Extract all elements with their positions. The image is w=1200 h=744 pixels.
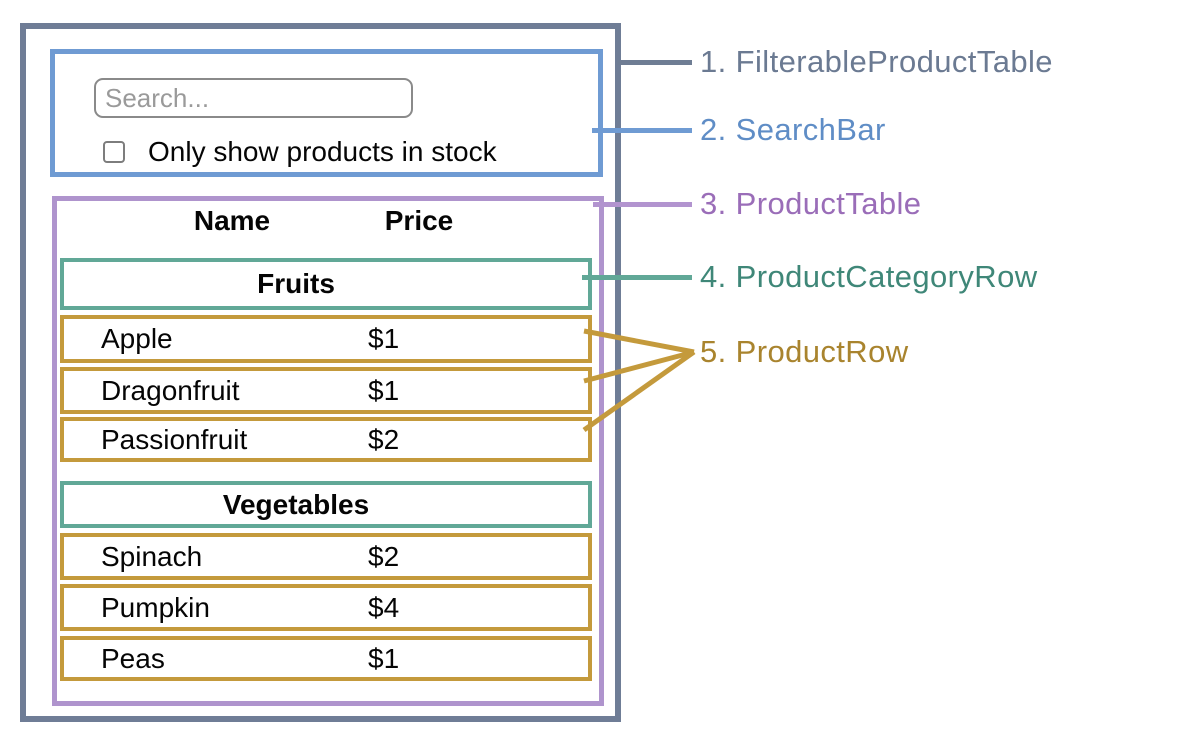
product-row: Peas $1 xyxy=(60,636,592,681)
product-price: $2 xyxy=(368,540,400,572)
search-bar-box: Only show products in stock xyxy=(50,49,603,177)
category-label: Vegetables xyxy=(222,488,370,520)
product-row: Spinach $2 xyxy=(60,533,592,580)
stock-filter-row: Only show products in stock xyxy=(103,136,497,168)
connector-product-category-row xyxy=(582,275,692,280)
price-column-header: Price xyxy=(384,205,454,236)
legend-search-bar: 2. SearchBar xyxy=(700,112,886,147)
legend-filterable-product-table: 1. FilterableProductTable xyxy=(700,44,1053,79)
product-name: Apple xyxy=(101,323,173,354)
product-category-row: Fruits xyxy=(60,258,592,310)
product-name: Spinach xyxy=(101,540,203,572)
legend-product-table: 3. ProductTable xyxy=(700,186,922,221)
in-stock-checkbox[interactable] xyxy=(103,141,125,163)
product-price: $1 xyxy=(368,323,400,354)
product-name: Passionfruit xyxy=(101,423,248,455)
search-input[interactable] xyxy=(94,78,413,118)
legend-product-row: 5. ProductRow xyxy=(700,334,909,369)
product-row: Dragonfruit $1 xyxy=(60,367,592,414)
product-price: $4 xyxy=(368,591,400,623)
product-name: Dragonfruit xyxy=(101,374,240,406)
connector-product-table xyxy=(593,202,692,207)
in-stock-checkbox-label: Only show products in stock xyxy=(148,136,497,167)
product-price: $1 xyxy=(368,374,400,406)
product-name: Peas xyxy=(101,642,165,674)
product-price: $2 xyxy=(368,423,400,455)
product-row: Passionfruit $2 xyxy=(60,417,592,462)
filterable-product-table-box: Only show products in stock Name Price F… xyxy=(20,23,621,722)
product-price: $1 xyxy=(368,642,400,674)
product-name: Pumpkin xyxy=(101,591,210,623)
name-column-header: Name xyxy=(193,205,271,236)
product-category-row: Vegetables xyxy=(60,481,592,528)
product-row: Pumpkin $4 xyxy=(60,584,592,631)
product-row: Apple $1 xyxy=(60,315,592,363)
connector-filterable-product-table xyxy=(617,60,692,65)
category-label: Fruits xyxy=(257,268,335,299)
legend-product-category-row: 4. ProductCategoryRow xyxy=(700,259,1038,294)
connector-search-bar xyxy=(592,128,692,133)
